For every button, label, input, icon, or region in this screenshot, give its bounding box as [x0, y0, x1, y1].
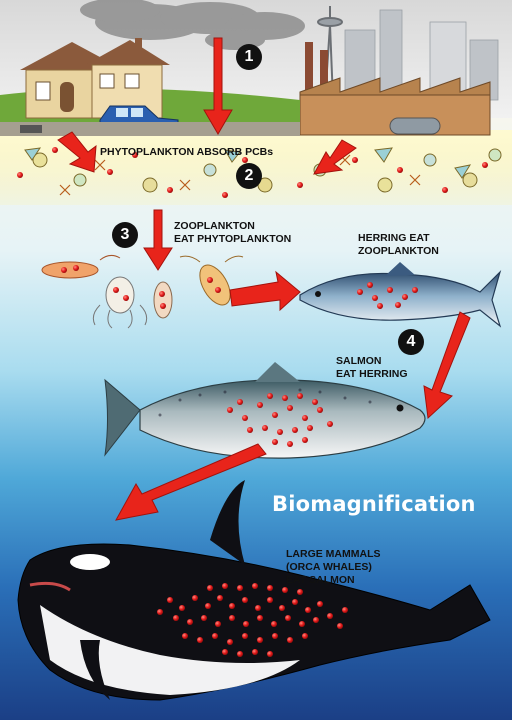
pcb-dots-salmon	[227, 393, 333, 447]
flow-arrows	[57, 37, 471, 521]
orca-icon	[17, 480, 491, 701]
step-2-badge: 2	[236, 163, 262, 189]
zooplankton-label: ZOOPLANKTON EAT PHYTOPLANKTON	[174, 220, 291, 246]
step-3-badge: 3	[112, 222, 138, 248]
pcb-dots	[17, 147, 488, 309]
pcb-dots-orca	[157, 583, 348, 657]
zooplankton-label-line1: ZOOPLANKTON	[174, 220, 255, 232]
mammals-label: LARGE MAMMALS (ORCA WHALES) EAT SALMON	[286, 548, 381, 587]
step-4-badge: 4	[398, 329, 424, 355]
salmon-icon	[104, 362, 426, 459]
mammals-label-line1: LARGE MAMMALS	[286, 548, 381, 560]
phytoplankton-label-text: PHYTOPLANKTON ABSORB PCBs	[100, 146, 274, 158]
herring-label-line2: ZOOPLANKTON	[358, 245, 439, 257]
herring-label-line1: HERRING EAT	[358, 232, 430, 244]
factory-icon	[299, 42, 491, 136]
salmon-label: SALMON EAT HERRING	[336, 355, 408, 381]
phytoplankton-label: PHYTOPLANKTON ABSORB PCBs	[100, 146, 273, 159]
mammals-label-line3: EAT SALMON	[286, 574, 355, 586]
salmon-label-line1: SALMON	[336, 355, 382, 367]
herring-icon	[299, 262, 502, 328]
phytoplankton-icon	[24, 147, 502, 196]
salmon-label-line2: EAT HERRING	[336, 368, 408, 380]
herring-label: HERRING EAT ZOOPLANKTON	[358, 232, 439, 258]
diagram-title: Biomagnification	[272, 492, 476, 516]
mammals-label-line2: (ORCA WHALES)	[286, 561, 372, 573]
zooplankton-icon	[41, 254, 244, 329]
zooplankton-label-line2: EAT PHYTOPLANKTON	[174, 233, 292, 245]
step-1-badge: 1	[236, 44, 262, 70]
city-skyline-icon	[344, 9, 499, 103]
